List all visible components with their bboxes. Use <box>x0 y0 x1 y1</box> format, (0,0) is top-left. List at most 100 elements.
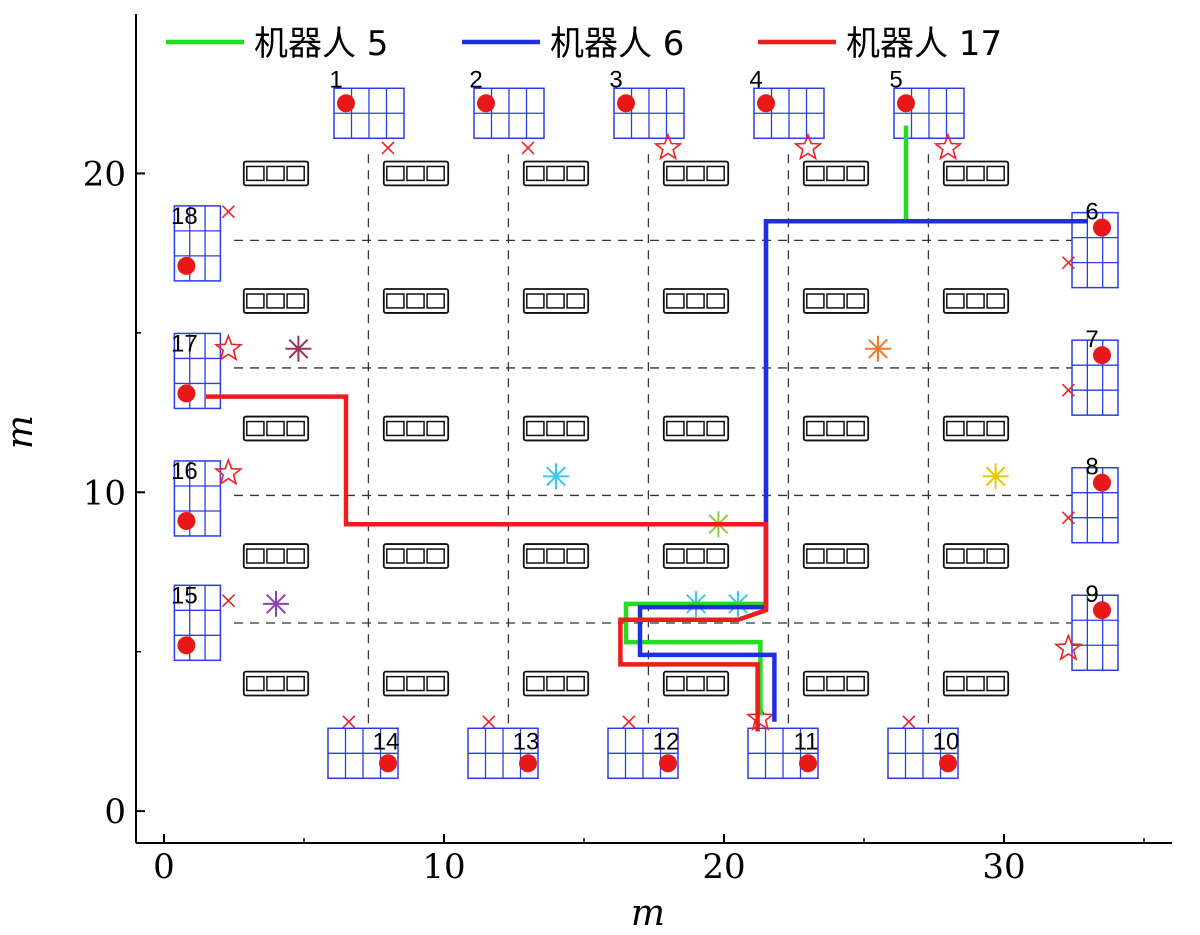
legend-label: 机器人 17 <box>846 24 1002 64</box>
shelf-cell <box>266 293 285 309</box>
shelf <box>382 160 450 187</box>
shelf <box>522 415 590 442</box>
shelf-frame <box>662 415 730 442</box>
station-3: 3 <box>609 66 685 140</box>
y-tick-label: 0 <box>104 792 126 832</box>
shelf-cell <box>406 548 425 564</box>
station-4: 4 <box>749 66 825 140</box>
shelf-cell <box>946 420 965 437</box>
station-13: 13 <box>467 727 540 780</box>
shelf-cell <box>946 293 965 309</box>
x-marker-stroke <box>902 715 916 729</box>
shelf-frame <box>662 288 730 314</box>
station-label: 15 <box>171 582 198 609</box>
shelf-blocks <box>242 160 1010 697</box>
robot-dot <box>379 754 397 773</box>
shelf-cell <box>666 675 685 692</box>
shelf <box>382 288 450 314</box>
shelf-cell <box>826 548 845 564</box>
shelf-cell <box>826 165 845 182</box>
station-label: 9 <box>1085 581 1098 608</box>
x-marker <box>1061 383 1075 397</box>
station-7: 7 <box>1071 326 1119 416</box>
shelf-cell <box>266 420 285 437</box>
x-marker <box>1061 511 1075 525</box>
shelf-frame <box>242 543 310 569</box>
x-tick-label: 10 <box>422 847 465 887</box>
shelf <box>382 415 450 442</box>
robot-dot <box>939 754 957 773</box>
station-label: 1 <box>329 66 342 93</box>
station-6: 6 <box>1071 199 1119 289</box>
shelf-cell <box>546 675 565 692</box>
shelf-cell <box>526 675 545 692</box>
shelf-frame <box>942 160 1010 187</box>
shelf-frame <box>522 543 590 569</box>
shelf-frame <box>942 543 1010 569</box>
x-marker-stroke <box>521 141 535 155</box>
station-5: 5 <box>889 66 965 140</box>
shelf-cell <box>286 293 305 309</box>
x-marker <box>902 715 916 729</box>
shelf <box>242 160 310 187</box>
shelf-cell <box>806 548 825 564</box>
shelf-cell <box>686 165 705 182</box>
asterisk-marker <box>982 463 1009 490</box>
station-18: 18 <box>171 203 222 282</box>
station-label: 12 <box>653 728 680 755</box>
station-label: 5 <box>889 66 902 93</box>
station-15: 15 <box>171 582 222 662</box>
shelf-frame <box>942 415 1010 442</box>
shelf-cell <box>246 548 265 564</box>
shelf-frame <box>382 160 450 187</box>
star-marker <box>213 333 243 362</box>
station-16: 16 <box>171 458 222 537</box>
shelf-frame <box>942 288 1010 314</box>
shelf-cell <box>266 548 285 564</box>
station-label: 13 <box>513 728 540 755</box>
robot-dot <box>177 256 196 275</box>
shelf-cell <box>686 420 705 437</box>
shelf-cell <box>246 420 265 437</box>
shelf-cell <box>246 293 265 309</box>
star-marker <box>213 457 243 486</box>
station-8: 8 <box>1071 454 1119 544</box>
x-marker-stroke <box>381 141 395 155</box>
legend-entry-2: 机器人 6 <box>462 24 684 64</box>
shelf-cell <box>566 548 585 564</box>
shelf-cell <box>966 293 985 309</box>
shelf-cell <box>266 165 285 182</box>
shelf-cell <box>386 293 405 309</box>
x-tick-label: 0 <box>153 847 175 887</box>
shelf-cell <box>546 165 565 182</box>
shelf-frame <box>662 543 730 569</box>
shelf-cell <box>266 675 285 692</box>
x-marker <box>622 715 636 729</box>
asterisk-stroke <box>868 338 888 359</box>
shelf-cell <box>826 675 845 692</box>
shelf-cell <box>846 293 865 309</box>
shelf-cell <box>686 548 705 564</box>
shelf-cell <box>386 675 405 692</box>
x-marker-stroke <box>482 715 496 729</box>
shelf-frame <box>662 670 730 697</box>
shelf-frame <box>382 670 450 697</box>
shelf <box>802 415 870 442</box>
shelf-frame <box>242 160 310 187</box>
station-label: 14 <box>373 728 400 755</box>
shelf <box>242 670 310 697</box>
shelf-frame <box>802 160 870 187</box>
shelf-cell <box>826 293 845 309</box>
shelf-frame <box>242 415 310 442</box>
shelf <box>942 160 1010 187</box>
shelf-cell <box>386 420 405 437</box>
shelf-cell <box>986 420 1005 437</box>
y-tick-label: 20 <box>83 154 126 194</box>
shelf-cell <box>406 293 425 309</box>
legend-entry-1: 机器人 5 <box>166 24 388 64</box>
shelf-cell <box>686 675 705 692</box>
x-marker-stroke <box>221 594 235 608</box>
x-axis-label: m <box>631 893 665 934</box>
legend-label: 机器人 6 <box>550 24 684 64</box>
